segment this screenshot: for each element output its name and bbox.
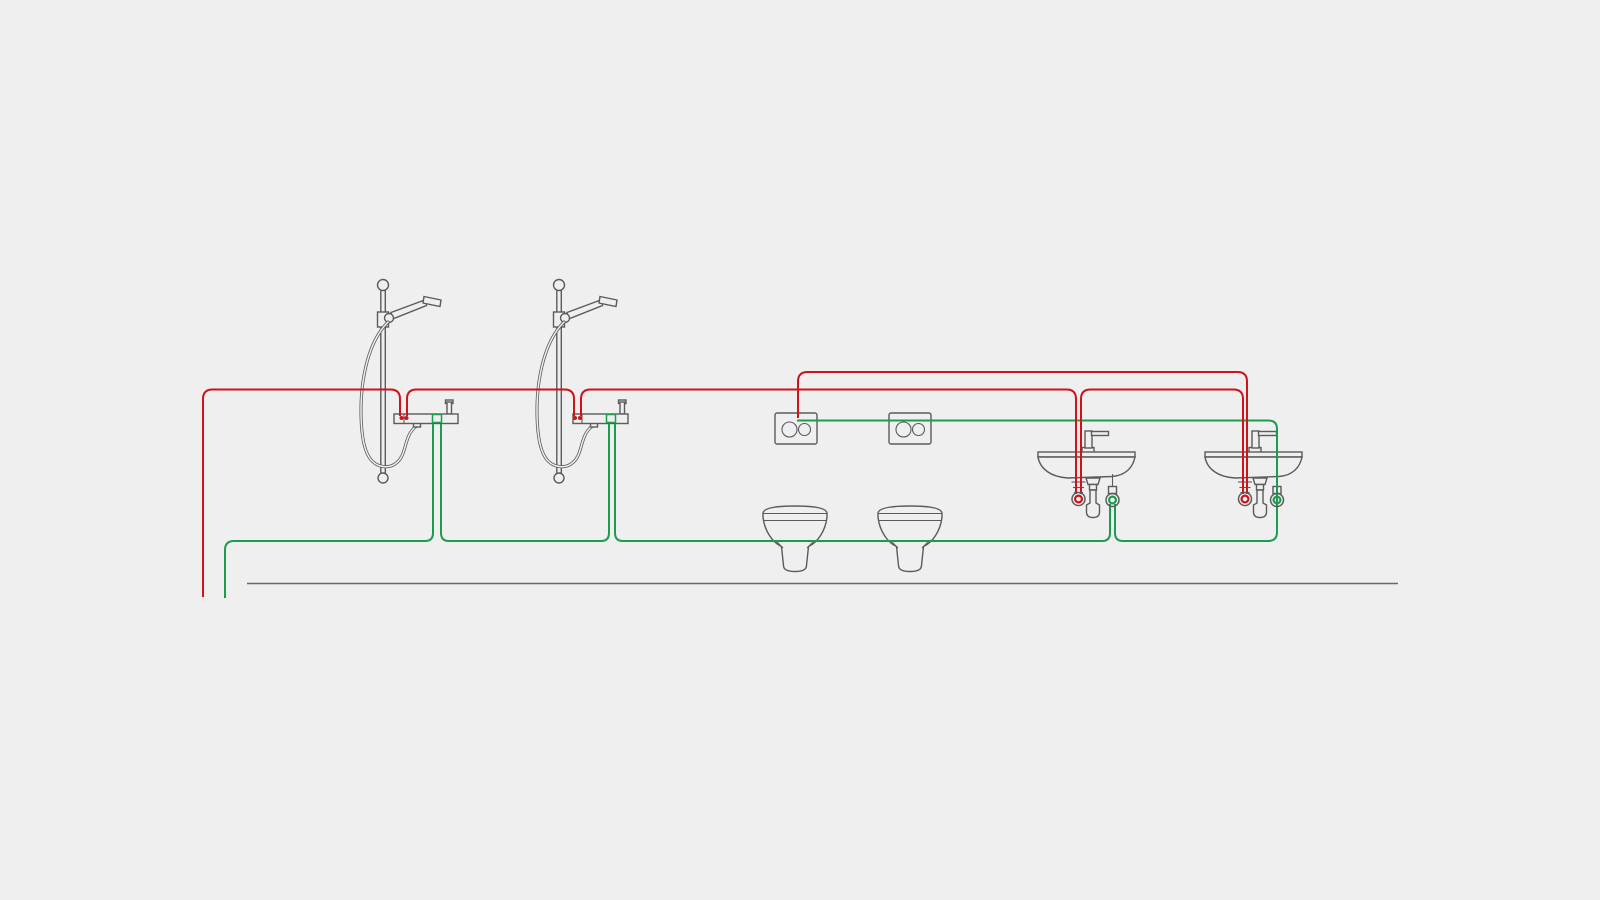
basin-2-hot-valve-ring <box>1237 491 1253 507</box>
cold-riser-and-main <box>224 424 434 598</box>
basin-2-hot-valve-icon <box>1240 494 1250 504</box>
shower-2-mixer-bar <box>572 413 629 425</box>
shower-1-hose <box>359 320 420 469</box>
basin-1-bottle-trap <box>1085 489 1101 519</box>
shower-2-hose-core <box>536 321 595 468</box>
shower-1-handle <box>390 298 428 320</box>
washbasin-2 <box>1204 430 1303 519</box>
shower-2-cold-inlet-icon <box>605 413 617 424</box>
basin-1-cold-valve-icon <box>1107 495 1117 505</box>
basin-1-cold-fitting <box>1107 485 1118 495</box>
hot-riser-to-shower1 <box>202 388 401 597</box>
cold-main-basin2-and-flush-supply <box>797 419 1278 542</box>
cold-main-shower2-to-basin1 <box>614 424 1111 542</box>
basin-2-tap-spout <box>1257 430 1278 437</box>
basin-1-drain-tail <box>1088 483 1098 491</box>
flush-button-small-icon <box>797 422 812 437</box>
basin-1-rim <box>1037 451 1136 458</box>
basin-2-drain-tail <box>1255 483 1265 491</box>
hot-shower2-to-basin1 <box>580 388 1077 494</box>
basin-1-tap-body <box>1084 430 1093 449</box>
basin-2-bottle-trap <box>1252 489 1268 519</box>
flush-button-large-icon <box>895 421 912 438</box>
hot-return-to-flush-plate1 <box>797 371 1248 494</box>
shower-1-mixer-bar <box>393 413 459 425</box>
shower-1-hose-core <box>360 321 419 468</box>
shower-2-bar-bottom-knob <box>553 472 565 484</box>
toilet-1-bowl <box>762 505 828 573</box>
hot-basin1-to-basin2 <box>1080 388 1244 494</box>
flush-button-small-icon <box>911 422 926 437</box>
shower-1-mixer-handle <box>446 401 453 415</box>
shower-1-cold-inlet-icon <box>431 413 443 424</box>
shower-2-mixer-handle <box>619 401 626 415</box>
flush-plate-1 <box>774 412 818 445</box>
basin-1-tap-spout <box>1090 430 1110 437</box>
washbasin-1 <box>1037 430 1136 519</box>
toilet-2-pedestal-flare <box>891 541 899 549</box>
toilet-1 <box>762 505 828 573</box>
basin-1-drain-flange <box>1085 477 1101 486</box>
shower-2-hose <box>535 320 596 469</box>
toilet-2-pedestal-flare <box>921 541 929 549</box>
basin-1-bowl <box>1037 456 1136 479</box>
shower-2-hot-inlet-icon <box>573 416 577 420</box>
hot-water-pipe <box>202 371 1248 597</box>
basin-2-bowl <box>1204 456 1303 479</box>
shower-2-hot-inlet-icon <box>578 416 582 420</box>
hand-shower-icon <box>422 295 442 308</box>
basin-1-hot-valve-icon <box>1073 494 1083 504</box>
shower-1-bar-top-knob <box>376 278 390 292</box>
hot-shower1-to-shower2 <box>406 388 575 416</box>
shower-1-bar-bottom-knob <box>377 472 389 484</box>
toilet-1-pedestal-flare <box>806 541 814 549</box>
basin-1-cold-valve-ring <box>1105 492 1120 508</box>
shower-1-hot-inlet-icon <box>404 416 409 420</box>
basin-2-tap-body <box>1251 430 1260 449</box>
shower-2 <box>535 278 629 484</box>
basin-2-drain-flange <box>1252 477 1268 486</box>
mixer-connectors <box>399 413 617 424</box>
flush-button-large-icon <box>781 421 798 438</box>
flush-plate-2 <box>888 412 932 445</box>
toilet-2 <box>877 505 943 573</box>
shower-1-hot-inlet-icon <box>399 416 404 420</box>
toilet-1-pedestal-flare <box>776 541 784 549</box>
basin-2-cold-valve-icon <box>1272 495 1282 505</box>
shower-1 <box>359 278 459 484</box>
toilet-2-bowl <box>877 505 943 573</box>
angle-valves <box>1071 491 1285 508</box>
cold-main-shower1-to-shower2 <box>440 424 610 542</box>
basin-1-hot-valve-ring <box>1071 491 1086 507</box>
basin-2-rim <box>1204 451 1303 458</box>
cold-water-pipe <box>224 419 1278 598</box>
hand-shower-icon <box>598 295 618 308</box>
shower-2-handle <box>566 298 604 320</box>
basin-2-cold-valve-ring <box>1269 492 1285 508</box>
shower-2-bar-top-knob <box>552 278 566 292</box>
